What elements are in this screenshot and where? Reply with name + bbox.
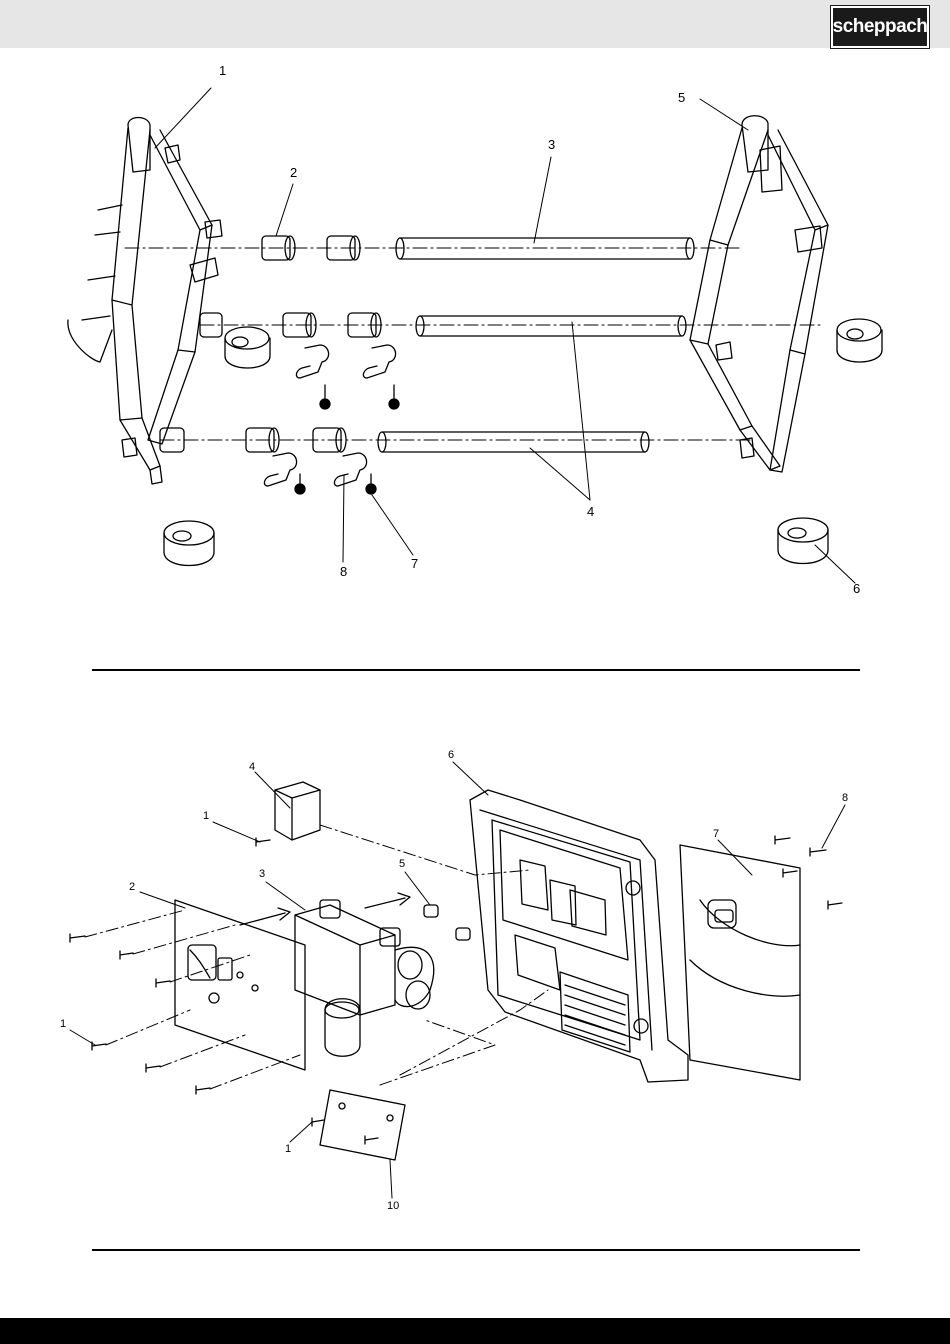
callout-bottom-1a: 1 xyxy=(203,810,209,823)
callout-top-8: 8 xyxy=(340,565,347,578)
cover-box xyxy=(275,782,320,840)
clamps-and-screws xyxy=(264,345,399,494)
cross-bar-middle xyxy=(416,316,686,336)
side-cover xyxy=(680,845,800,1080)
callout-bottom-4: 4 xyxy=(249,761,255,774)
callout-top-6: 6 xyxy=(853,582,860,595)
callout-bottom-3: 3 xyxy=(259,868,265,881)
callout-bottom-5: 5 xyxy=(399,858,405,871)
right-frame xyxy=(690,116,828,472)
callout-bottom-6: 6 xyxy=(448,749,454,762)
assembly-arrows xyxy=(240,893,410,925)
callout-bottom-10: 10 xyxy=(387,1200,399,1213)
frame-assembly-diagram xyxy=(68,88,882,583)
panel-assembly-diagram xyxy=(70,762,845,1198)
callout-bottom-8: 8 xyxy=(842,792,848,805)
callout-bottom-7: 7 xyxy=(713,828,719,841)
callout-top-5: 5 xyxy=(678,91,685,104)
bushings xyxy=(424,905,470,940)
callout-bottom-2: 2 xyxy=(129,881,135,894)
bottom-plate xyxy=(320,1090,405,1160)
inverter-module xyxy=(295,900,434,1056)
leader-lines-bottom xyxy=(70,762,845,1198)
callout-top-4: 4 xyxy=(587,505,594,518)
section-divider-bottom xyxy=(92,1249,860,1251)
section-divider xyxy=(92,669,860,671)
mounting-screws xyxy=(70,838,378,1144)
front-housing xyxy=(470,790,688,1082)
footer-bar xyxy=(0,1318,950,1344)
callout-top-2: 2 xyxy=(290,166,297,179)
cross-bar-bottom xyxy=(378,432,649,452)
callout-bottom-1c: 1 xyxy=(285,1143,291,1156)
left-frame xyxy=(68,118,222,485)
side-screws xyxy=(775,836,842,909)
callout-bottom-1b: 1 xyxy=(60,1018,66,1031)
callout-top-7: 7 xyxy=(411,557,418,570)
callout-top-3: 3 xyxy=(548,138,555,151)
callout-top-1: 1 xyxy=(219,64,226,77)
